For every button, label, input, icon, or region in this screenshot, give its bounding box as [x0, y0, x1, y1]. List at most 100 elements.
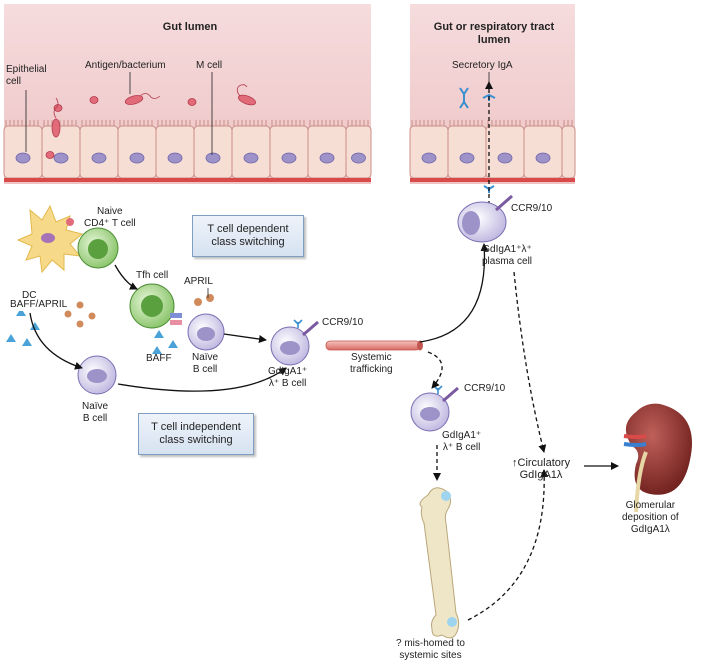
gut-lumen-title: Gut lumen: [162, 21, 218, 33]
gdiga1-b-line2: λ⁺ B cell: [268, 378, 307, 389]
gdiga1-b2-line2: λ⁺ B cell: [442, 442, 481, 453]
kidney: [623, 403, 692, 513]
ccr-plasma-label: CCR9/10: [511, 203, 553, 214]
baff-triangles: [6, 308, 178, 354]
tfh-label: Tfh cell: [136, 270, 169, 281]
tract-cell-nucleus: [535, 152, 551, 164]
naive-b-mid-line2: B cell: [192, 364, 218, 375]
gut-cell-nucleus: [15, 152, 31, 164]
circulatory-label: ↑Circulatory GdIgA1λ: [512, 457, 570, 481]
epithelial-cell-label: Epithelial cell: [6, 64, 47, 88]
pathway-arrows: [29, 243, 619, 621]
gdiga1-b-cell-2: [410, 385, 459, 432]
secretory-iga-label: Secretory IgA: [452, 60, 513, 71]
gut-epithelial-cell: [117, 125, 157, 179]
t-dependent-line1: T cell dependent: [207, 223, 289, 235]
naive-b-cell-mid: [187, 313, 225, 351]
gut-cell-nucleus: [167, 152, 183, 164]
antigen-label: Antigen/bacterium: [85, 60, 166, 71]
plasma-line2: plasma cell: [482, 256, 533, 267]
naive-cd4-line1: Naive: [97, 206, 123, 217]
glomerular-label: Glomerular deposition of GdIgA1λ: [622, 500, 679, 536]
tract-cell-nucleus: [497, 152, 513, 164]
t-dependent-box: T cell dependent class switching: [192, 215, 304, 257]
naive-b-mid-line1: Naïve: [192, 352, 219, 363]
naive-b-cell-low: [77, 355, 117, 395]
plasma-line1: GdIgA1⁺λ⁺: [482, 244, 532, 255]
mishomed-line2: systemic sites: [399, 650, 462, 661]
naive-b-low-line1: Naïve: [82, 401, 109, 412]
dc-label: DC: [22, 290, 37, 301]
gdiga1-b2-label: GdIgA1⁺ λ⁺ B cell: [442, 430, 481, 454]
systemic-trafficking-vessel: [325, 340, 423, 351]
gut-lumen-panel: [3, 4, 372, 184]
naive-cd4-t-cell: [77, 227, 119, 269]
tract-cell-nucleus: [459, 152, 475, 164]
tfh-cell: [129, 283, 182, 329]
naive-b-low-label: Naïve B cell: [82, 401, 108, 425]
tract-lumen-title-line2: lumen: [477, 34, 511, 46]
tract-epithelial-cell: [561, 125, 576, 179]
gut-epithelial-cell: [231, 125, 271, 179]
gut-cell-nucleus: [91, 152, 107, 164]
gdiga1-plasma-cell: [457, 194, 513, 243]
gut-cell-nucleus: [351, 152, 366, 164]
tract-lumen-title-line1: Gut or respiratory tract: [433, 21, 555, 33]
gut-cell-nucleus: [53, 152, 69, 164]
bacteria: [45, 84, 256, 159]
gut-epithelial-cell: [269, 125, 309, 179]
naive-cd4-line2: CD4⁺ T cell: [84, 218, 136, 229]
mishomed-line1: ? mis-homed to: [396, 638, 465, 649]
gut-epithelial-cell: [3, 125, 43, 179]
femur-bone: [419, 487, 460, 639]
plasma-cell-label: GdIgA1⁺λ⁺ plasma cell: [482, 244, 532, 268]
gdiga1-b-cell: [270, 319, 319, 366]
gut-epithelial-cell: [345, 125, 372, 179]
naive-b-mid-label: Naïve B cell: [192, 352, 218, 376]
glomerular-line3: GdIgA1λ: [630, 524, 670, 535]
gut-cell-nucleus: [243, 152, 259, 164]
ccr-label-1: CCR9/10: [322, 317, 364, 328]
t-independent-line2: class switching: [159, 434, 233, 446]
gdiga1-b2-line1: GdIgA1⁺: [442, 430, 482, 441]
t-independent-box: T cell independent class switching: [138, 413, 254, 455]
naive-b-low-line2: B cell: [82, 413, 108, 424]
gut-epithelial-cell: [155, 125, 195, 179]
systemic-trafficking-label: Systemic trafficking: [350, 352, 393, 376]
t-independent-line1: T cell independent: [151, 421, 241, 433]
gut-epithelial-cell: [307, 125, 347, 179]
t-dependent-line2: class switching: [211, 236, 285, 248]
gdiga1-b-line1: GdIgA1⁺: [268, 366, 308, 377]
gut-cell-nucleus: [319, 152, 335, 164]
leader-lines: [25, 72, 490, 298]
glomerular-line1: Glomerular: [625, 500, 676, 511]
ccr-label-2: CCR9/10: [464, 383, 506, 394]
naive-cd4-label: Naive CD4⁺ T cell: [84, 206, 136, 230]
tract-lumen-title: Gut or respiratory tract lumen: [414, 21, 574, 47]
dendritic-cell: [16, 204, 84, 274]
circulatory-line1: ↑Circulatory: [512, 457, 571, 469]
baff-label: BAFF: [146, 353, 172, 364]
gdiga1-b-label: GdIgA1⁺ λ⁺ B cell: [268, 366, 307, 390]
tract-lumen-panel: [409, 4, 576, 184]
circulatory-line2: GdIgA1λ: [519, 469, 563, 481]
gut-cell-nucleus: [281, 152, 297, 164]
mishomed-label: ? mis-homed to systemic sites: [396, 638, 465, 662]
baff-april-label: BAFF/APRIL: [10, 299, 68, 311]
epithelial-line1: Epithelial: [6, 64, 47, 75]
tract-epithelial-cell: [523, 125, 563, 179]
m-cell-label: M cell: [196, 60, 223, 71]
systemic-line2: trafficking: [350, 364, 393, 375]
gut-cell-nucleus: [129, 152, 145, 164]
tract-cell-nucleus: [421, 152, 437, 164]
tract-epithelial-cell: [485, 125, 525, 179]
glomerular-line2: deposition of: [622, 512, 679, 523]
systemic-line1: Systemic: [351, 352, 392, 363]
gut-cell-nucleus: [205, 152, 221, 164]
epithelial-line2: cell: [6, 76, 22, 87]
gut-epithelial-cell: [193, 125, 233, 179]
april-label: APRIL: [184, 276, 213, 287]
gut-epithelial-cell: [79, 125, 119, 179]
tract-epithelial-cell: [447, 125, 487, 179]
